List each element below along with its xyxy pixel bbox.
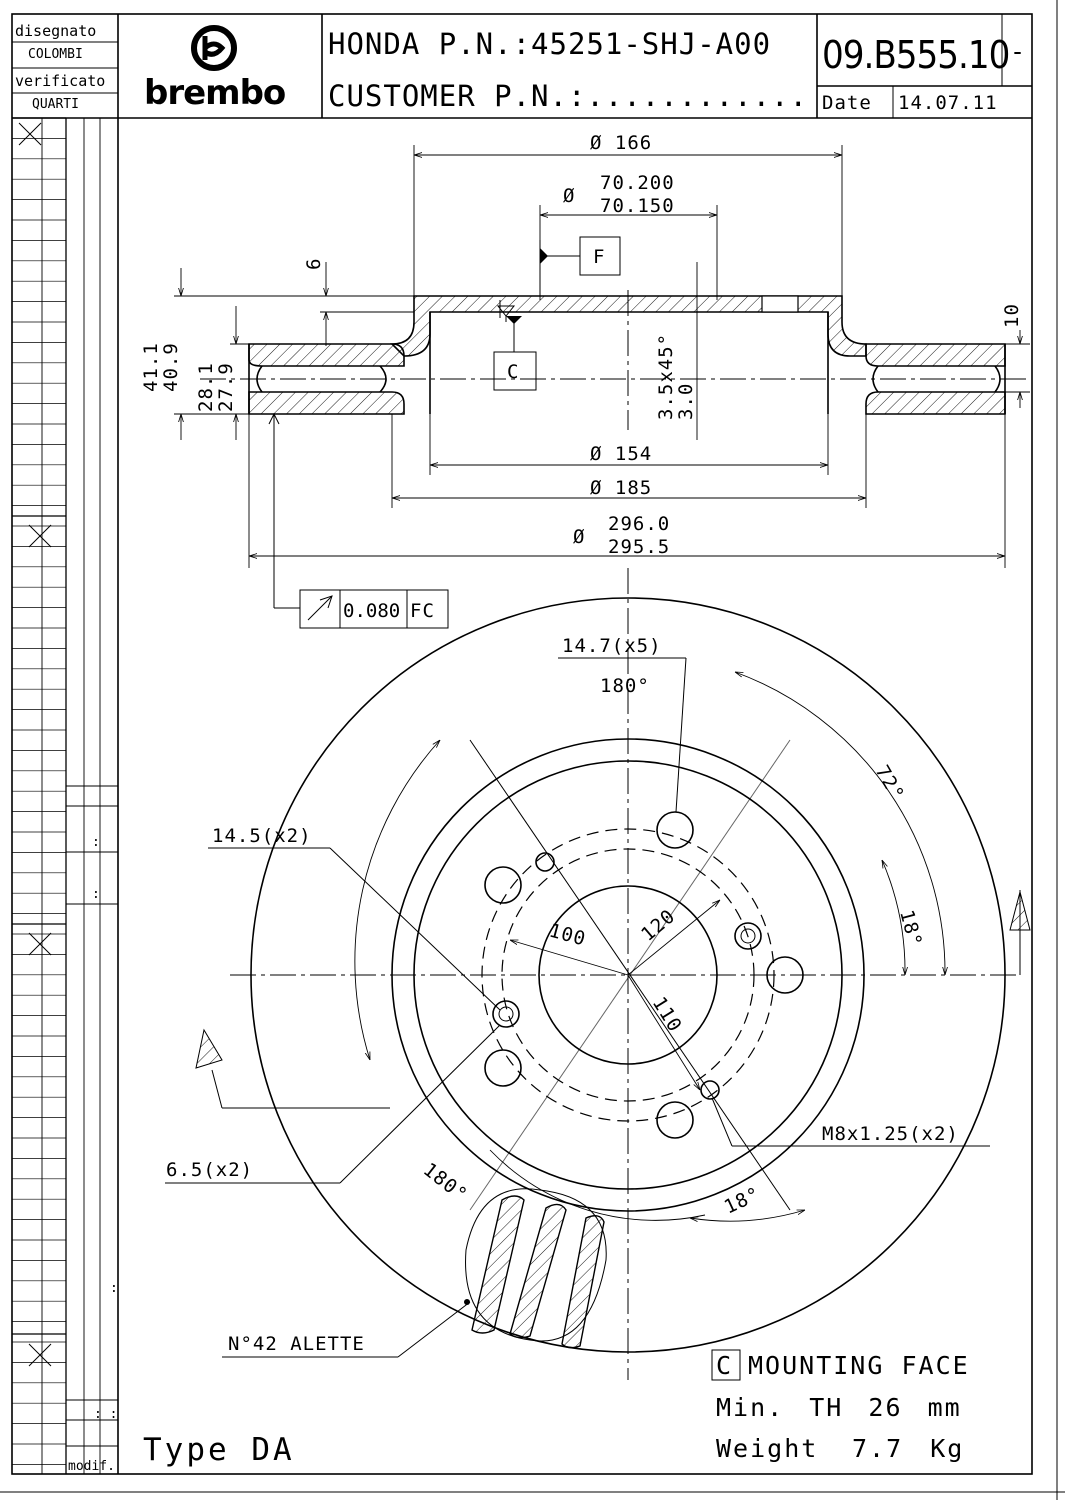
title-block: disegnato COLOMBI verificato QUARTI brem… [12,14,1032,1474]
note-mounting-face: MOUNTING FACE [748,1351,970,1380]
wheel-bolt-hole-4 [484,1049,522,1087]
label-holes-65: 6.5(x2) [166,1159,253,1181]
brand-wordmark: brembo [144,73,285,113]
date-label: Date [822,92,872,114]
label-pcd-100: 100 [547,920,589,951]
section-ring-left-outer [248,343,405,367]
dim-bore-max: 70.200 [600,172,675,194]
dim-dia-166: Ø 166 [590,132,652,154]
datum-c-box [493,351,537,391]
checked-label: verificato [15,72,105,90]
dim-od-symbol: Ø [573,526,585,548]
dim-dia-154: Ø 154 [590,443,652,465]
dim-dia-185: Ø 185 [590,477,652,499]
revision-side-block [12,117,118,1474]
wheel-bolt-hole-2 [484,866,522,904]
dim-bore-symbol: Ø [563,185,575,207]
runout-datums: FC [410,600,435,622]
datum-c-label: C [507,361,519,383]
dim-height-max: 41.1 [140,342,162,392]
runout-frame [299,589,449,629]
threaded-hole-2 [492,1000,520,1028]
note-weight-label: Weight [716,1434,818,1463]
drawn-label: disegnato [15,22,96,40]
sheet-border [11,13,1033,1475]
customer-part-number: CUSTOMER P.N.:............ [328,79,808,113]
wheel-bolt-hole-1 [656,811,694,849]
label-angle-180-bottom: 180° [419,1159,472,1207]
section-ring-right-outer [865,343,1006,367]
oem-part-number: HONDA P.N.:45251-SHJ-A00 [328,27,771,61]
runout-arrow-icon [307,595,333,621]
date-value: 14.07.11 [898,92,998,114]
datum-f-label: F [593,246,605,268]
dim-bore-min: 70.150 [600,195,675,217]
note-datum-c: C [716,1351,731,1380]
label-holes-5: 14.7(x5) [562,635,662,657]
note-min-thickness: Min. TH 26 mm [716,1393,962,1422]
label-angle-18-bottom: 18° [721,1183,764,1219]
label-pcd-110: 110 [648,993,686,1036]
section-ring-left-inner [248,391,405,415]
checked-name: QUARTI [32,97,79,112]
dim-thickness-min: 27.9 [215,362,237,412]
dim-height-min: 40.9 [160,342,182,392]
note-weight-value: 7.7 Kg [852,1434,964,1463]
wheel-bolt-hole-5 [656,1101,694,1139]
dim-chamfer-2: 3.0 [675,383,697,420]
dim-thickness-max: 28.1 [195,362,217,412]
label-angle-18-right: 18° [895,908,926,950]
section-arrow-right-icon [1009,890,1031,975]
locating-hole-2 [700,1080,720,1100]
section-arrow-left-icon [195,1028,390,1109]
section-view [200,290,1030,430]
colon-mark-1: : [92,835,100,850]
datum-f-box [579,236,621,276]
section-ring-right-inner [865,391,1006,415]
brembo-logo: brembo [144,25,286,113]
front-view-labels: 14.7(x5) 180° 72° 14.5(x2) 18° 100 120 1… [165,635,990,1358]
locating-hole-1 [535,852,555,872]
label-vanes: N°42 ALETTE [228,1333,365,1355]
dim-od-max: 296.0 [608,513,670,535]
front-view [195,568,1031,1380]
cooling-vanes [464,1188,607,1349]
dim-10: 10 [1001,303,1023,328]
dim-6: 6 [303,258,325,270]
note-type: Type DA [143,1432,295,1468]
drawn-name: COLOMBI [28,47,83,62]
label-thread: M8x1.25(x2) [822,1123,959,1145]
colon-mark-2: : [92,887,100,902]
section-dimensions: Ø 166 Ø 70.200 70.150 F C 6 10 [140,132,1030,629]
modif-label: modif. [68,1459,115,1474]
colon-mark-4: : : [94,1407,117,1422]
dim-chamfer-1: 3.5x45° [655,333,677,420]
label-angle-180-top: 180° [600,675,650,697]
runout-value: 0.080 [343,600,400,622]
label-holes-2: 14.5(x2) [212,825,312,847]
notes: C MOUNTING FACE Min. TH 26 mm Weight 7.7… [143,1349,970,1468]
dim-od-min: 295.5 [608,536,670,558]
colon-mark-3: : [110,1281,118,1296]
note-datum-c-box [711,1349,741,1381]
label-angle-72: 72° [871,762,909,805]
revision: - [1010,37,1027,66]
part-number: 09.B555.10 [822,33,1009,77]
